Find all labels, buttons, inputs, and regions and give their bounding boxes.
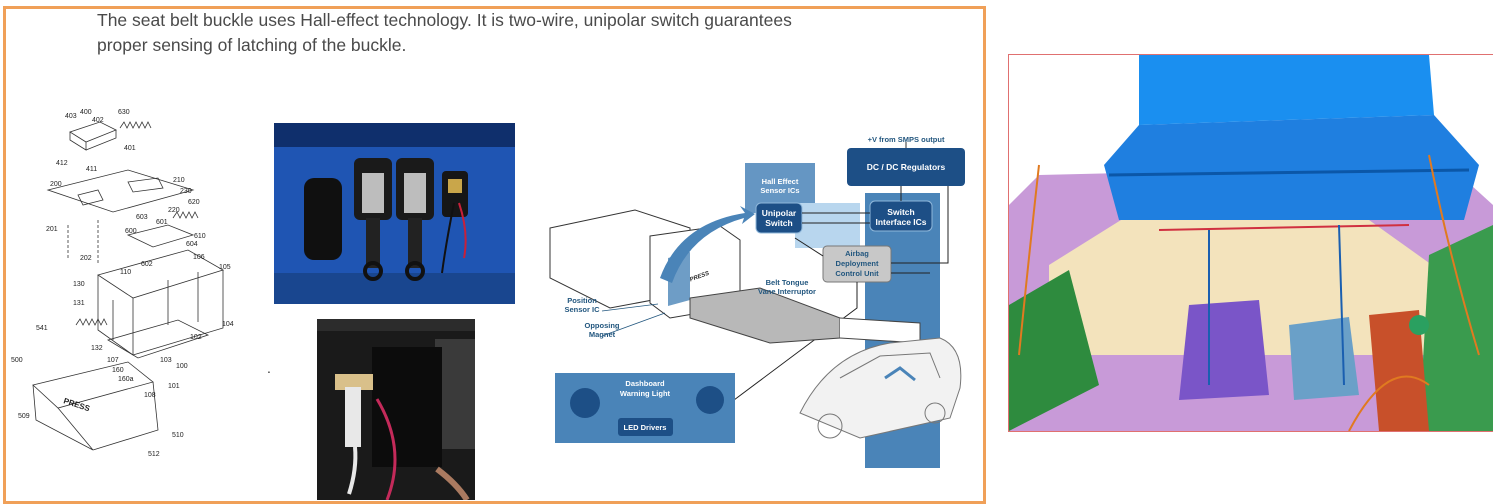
stray-dot: .	[267, 360, 271, 376]
patent-label-500: 500	[11, 357, 23, 364]
patent-label-230: 230	[180, 188, 192, 195]
patent-label-104: 104	[222, 321, 234, 328]
buckle-photo-top-svg	[274, 123, 515, 304]
patent-label-210: 210	[173, 177, 185, 184]
patent-label-400: 400	[80, 109, 92, 116]
patent-label-402: 402	[92, 117, 104, 124]
patent-label-110: 110	[120, 269, 131, 276]
patent-label-107: 107	[107, 357, 119, 364]
patent-label-102: 102	[190, 334, 202, 341]
content-frame	[3, 6, 986, 504]
patent-label-512: 512	[148, 451, 160, 458]
patent-label-411: 411	[86, 166, 97, 173]
airbag-label-2: Deployment	[836, 259, 879, 268]
car-outline	[799, 337, 962, 439]
vehicle-cad-svg	[1009, 55, 1493, 431]
hall-title-line-2: Sensor ICs	[760, 186, 799, 195]
vehicle-cad-render	[1008, 54, 1493, 432]
patent-label-201: 201	[46, 226, 58, 233]
press-label: PRESS	[62, 396, 91, 413]
patent-label-131: 131	[73, 300, 85, 307]
patent-label-220: 220	[168, 207, 180, 214]
position-label-2: Sensor IC	[564, 305, 600, 314]
sensor-arrow	[660, 206, 755, 283]
patent-label-604: 604	[186, 241, 198, 248]
patent-label-412: 412	[56, 160, 68, 167]
buckle-connector-photo	[317, 319, 475, 500]
dc-regulators-label: DC / DC Regulators	[867, 162, 946, 172]
buckle-connector-photo-svg	[317, 319, 475, 500]
airbag-label-1: Airbag	[845, 249, 869, 258]
switch-if-label-1: Switch	[887, 207, 914, 217]
patent-label-541: 541	[36, 325, 48, 332]
opposing-label-1: Opposing	[585, 321, 620, 330]
caption-line-1: The seat belt buckle uses Hall-effect te…	[97, 10, 792, 30]
hall-title-line-1: Hall Effect	[762, 177, 799, 186]
led-drivers-box	[618, 418, 673, 436]
patent-label-403: 403	[65, 113, 77, 120]
patent-label-160: 160	[112, 367, 124, 374]
patent-label-630: 630	[118, 109, 130, 116]
unipolar-switch-box	[755, 202, 803, 234]
patent-label-602: 602	[141, 261, 153, 268]
dashboard-label-1: Dashboard	[625, 379, 665, 388]
belt-tongue-label-2: Vane Interruptor	[758, 287, 816, 296]
buckle-photo-top	[274, 123, 515, 304]
opposing-label-2: Magnet	[589, 330, 616, 339]
caption-text: The seat belt buckle uses Hall-effect te…	[97, 8, 927, 58]
caption-line-2: proper sensing of latching of the buckle…	[97, 35, 407, 55]
patent-label-132: 132	[91, 345, 103, 352]
link-panel	[795, 203, 860, 248]
patent-label-130: 130	[73, 281, 85, 288]
patent-label-509: 509	[18, 413, 30, 420]
led-drivers-label: LED Drivers	[624, 423, 667, 432]
patent-label-100: 100	[176, 363, 188, 370]
hall-effect-diagram-svg: DC / DC Regulators +V from SMPS output H…	[549, 135, 965, 468]
patent-label-610: 610	[194, 233, 206, 240]
patent-label-603: 603	[136, 214, 148, 221]
patent-label-106: 106	[193, 254, 205, 261]
patent-label-401: 401	[124, 145, 136, 152]
seatbelt-warning-icon	[696, 386, 724, 414]
unipolar-label-1: Unipolar	[762, 208, 797, 218]
patent-label-200: 200	[50, 181, 62, 188]
dc-regulators-box	[847, 148, 965, 186]
dashboard-label-2: Warning Light	[620, 389, 671, 398]
patent-label-600: 600	[125, 228, 137, 235]
patent-label-105: 105	[219, 264, 231, 271]
switch-if-label-2: Interface ICs	[875, 217, 926, 227]
unipolar-label-2: Switch	[765, 218, 792, 228]
patent-label-101: 101	[168, 383, 180, 390]
patent-label-103: 103	[160, 357, 172, 364]
airbag-label-3: Control Unit	[835, 269, 879, 278]
patent-label-202: 202	[80, 255, 92, 262]
belt-tongue-label-1: Belt Tongue	[766, 278, 809, 287]
airbag-warning-icon	[570, 388, 600, 418]
patent-label-620: 620	[188, 199, 200, 206]
patent-label-108: 108	[144, 392, 156, 399]
hall-effect-system-diagram: DC / DC Regulators +V from SMPS output H…	[540, 128, 980, 498]
supply-label: +V from SMPS output	[868, 135, 945, 144]
patent-label-160a: 160a	[118, 376, 134, 383]
patent-label-601: 601	[156, 219, 168, 226]
position-label-1: Position	[567, 296, 597, 305]
patent-label-510: 510	[172, 432, 184, 439]
